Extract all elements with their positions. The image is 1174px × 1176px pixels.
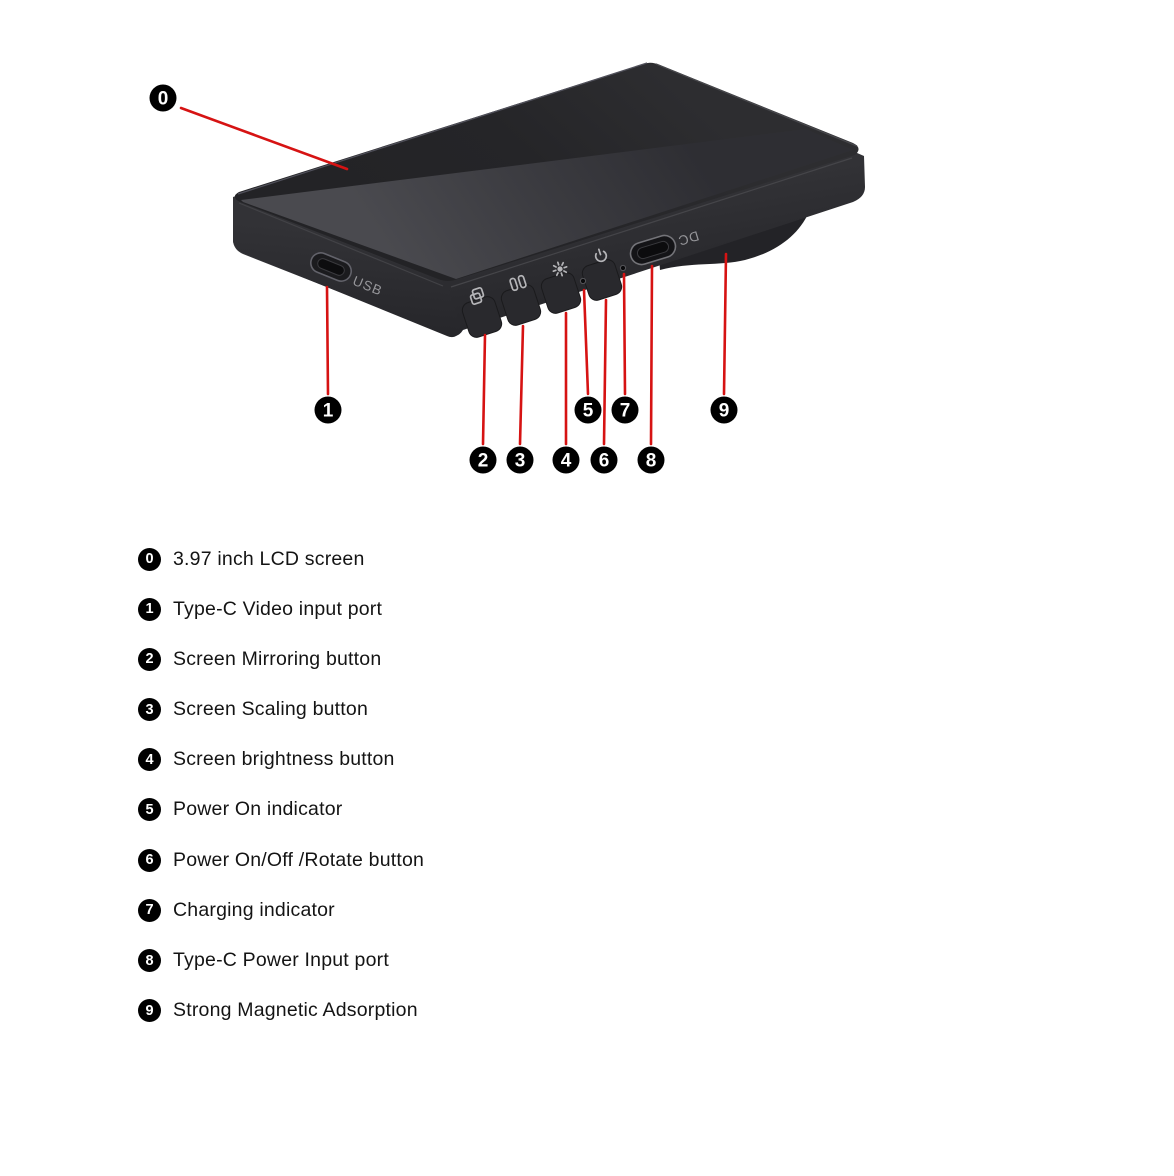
callout-line-5 [582, 288, 590, 396]
screen-reflection [241, 129, 853, 279]
callout-number: 5 [583, 401, 594, 422]
legend-item-3: 3 Screen Scaling button [138, 696, 424, 724]
callout-marker-4: 4 [552, 446, 580, 474]
callout-marker-8: 8 [637, 446, 665, 474]
bevel-left [238, 202, 444, 287]
callout-number: 4 [561, 451, 572, 472]
callout-marker-7: 7 [611, 396, 639, 424]
legend-item-label: Screen brightness button [173, 748, 395, 771]
callout-marker-2: 2 [469, 446, 497, 474]
callout-marker-3: 3 [506, 446, 534, 474]
callout-number: 7 [620, 401, 631, 422]
dc-port-label: DC [676, 228, 701, 249]
legend-item-label: 3.97 inch LCD screen [173, 547, 365, 570]
device: USB [233, 62, 865, 338]
legend-item-label: Type-C Video input port [173, 597, 383, 620]
usb-c-video-port [310, 252, 352, 282]
callout-number: 8 [646, 451, 657, 472]
legend-number-badge: 9 [138, 999, 161, 1023]
callout-marker-6: 6 [590, 446, 618, 474]
legend-number-badge: 1 [138, 597, 161, 621]
legend-list: 0 3.97 inch LCD screen 1 Type-C Video in… [138, 545, 424, 1047]
callout-line-2 [481, 333, 487, 446]
callout-line-8 [649, 264, 654, 446]
callout-line-9 [722, 252, 728, 396]
legend-number-badge: 3 [138, 698, 161, 722]
bevel-front [450, 157, 853, 288]
brightness-sun-icon [552, 261, 568, 277]
legend-item-label: Screen Scaling button [173, 698, 368, 721]
callout-number: 0 [158, 89, 169, 110]
rim-highlight-right [655, 63, 858, 147]
screen-mirroring-icon [469, 287, 485, 305]
screen-mirroring-button [461, 296, 503, 338]
device-illustration: USB [149, 62, 865, 474]
legend-item-0: 0 3.97 inch LCD screen [138, 545, 424, 573]
callout-marker-0: 0 [149, 84, 177, 112]
legend-number-badge: 4 [138, 748, 161, 772]
callout-number: 2 [478, 451, 489, 472]
screen-scaling-icon [509, 274, 527, 292]
callout-line-6 [602, 298, 608, 446]
power-icon [594, 248, 608, 263]
legend-number-badge: 0 [138, 547, 161, 571]
power-led-hole [579, 277, 587, 285]
callout-number: 1 [323, 401, 334, 422]
legend-item-9: 9 Strong Magnetic Adsorption [138, 997, 424, 1025]
callout-line-0 [179, 106, 349, 171]
legend-item-8: 8 Type-C Power Input port [138, 947, 424, 975]
legend-item-4: 4 Screen brightness button [138, 746, 424, 774]
callout-lines [179, 106, 728, 446]
callout-line-3 [518, 324, 525, 446]
callout-marker-5: 5 [574, 396, 602, 424]
rim-highlight-left [237, 62, 648, 195]
callout-number: 3 [515, 451, 526, 472]
legend-number-badge: 2 [138, 647, 161, 671]
dc-power-port [629, 234, 677, 266]
legend-number-badge: 5 [138, 798, 161, 822]
legend-item-label: Type-C Power Input port [173, 949, 389, 971]
legend-item-label: Strong Magnetic Adsorption [173, 999, 418, 1022]
callout-line-1 [325, 285, 330, 396]
legend-item-label: Power On/Off /Rotate button [173, 848, 425, 871]
legend-number-badge: 8 [138, 949, 161, 972]
power-button [581, 259, 623, 301]
legend-item-label: Screen Mirroring button [173, 647, 382, 670]
legend-item-7: 7 Charging indicator [138, 896, 424, 924]
legend-item-2: 2 Screen Mirroring button [138, 645, 424, 673]
legend-number-badge: 6 [138, 848, 161, 872]
legend-item-5: 5 Power On indicator [138, 796, 424, 824]
legend-item-6: 6 Power On/Off /Rotate button [138, 846, 424, 874]
legend-item-label: Charging indicator [173, 898, 335, 921]
legend-item-label: Power On indicator [173, 798, 343, 821]
button-tabs [461, 259, 623, 338]
screen-scaling-button [500, 284, 542, 326]
charging-led-hole [619, 264, 627, 272]
callout-number: 9 [719, 401, 730, 422]
screen-brightness-button [540, 272, 582, 314]
callout-number: 6 [599, 451, 610, 472]
callout-markers: 0 1 5 7 9 2 3 [149, 84, 738, 474]
callout-marker-9: 9 [710, 396, 738, 424]
legend-number-badge: 7 [138, 898, 161, 922]
callout-line-7 [622, 272, 627, 396]
callout-marker-1: 1 [314, 396, 342, 424]
legend-item-1: 1 Type-C Video input port [138, 595, 424, 623]
